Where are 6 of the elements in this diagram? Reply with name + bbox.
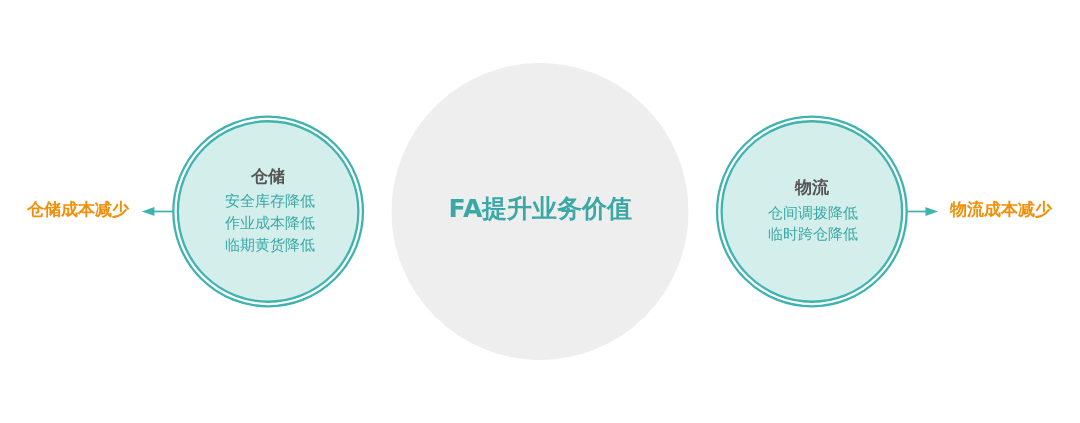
node-circle: 物流 仓间调拨降低 临时跨仓降低	[715, 115, 908, 308]
arrow	[141, 207, 174, 216]
node-circle: 仓储 安全库存降低 作业成本降低 临期黄货降低	[172, 115, 365, 308]
node-text: 仓储成本减少	[27, 198, 130, 219]
node-text: 物流成本减少	[950, 198, 1053, 219]
arrow	[906, 207, 939, 216]
